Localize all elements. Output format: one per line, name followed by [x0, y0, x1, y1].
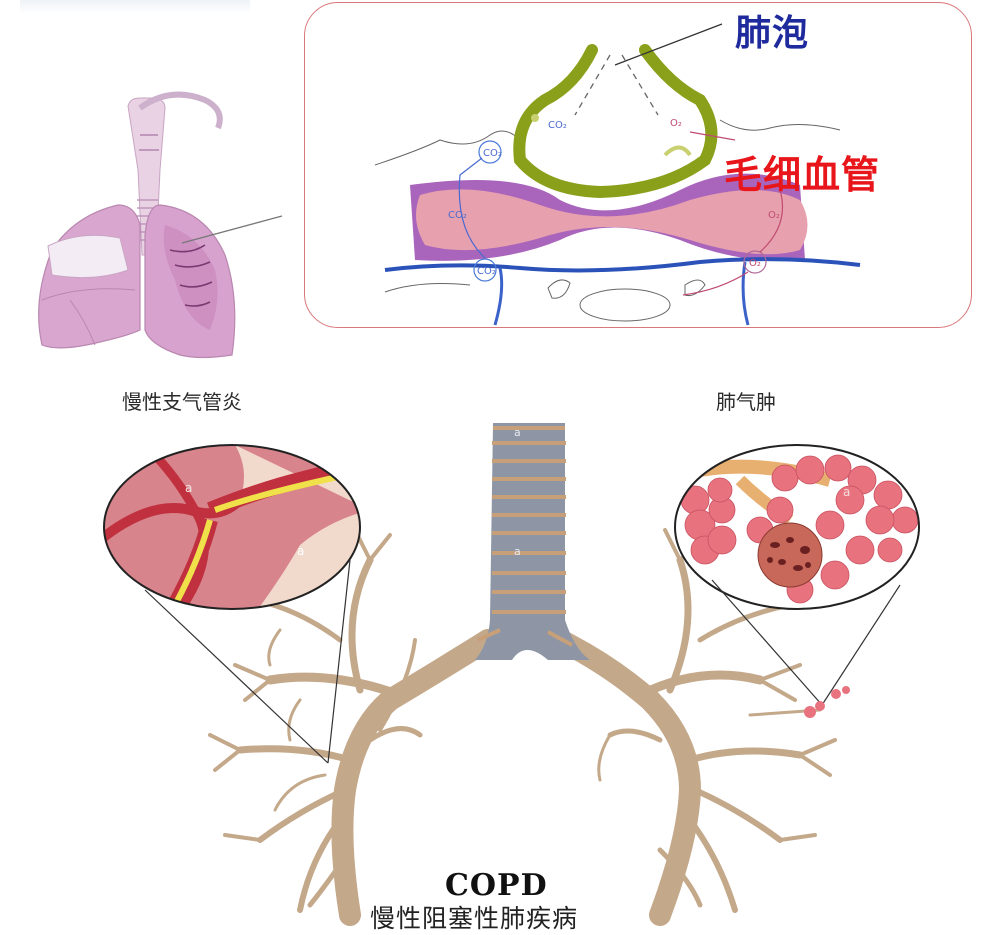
capillary-label: 毛细血管 — [724, 153, 881, 197]
alveolus-label: 肺泡 — [735, 13, 810, 54]
chronic-bronchitis-caption: 慢性支气管炎 — [122, 390, 242, 414]
top-fade-band — [20, 0, 250, 14]
svg-text:a: a — [514, 545, 521, 558]
co2-label: CO₂ — [483, 148, 502, 159]
copd-subtitle: 慢性阻塞性肺疾病 — [370, 904, 579, 933]
svg-text:CO₂: CO₂ — [477, 266, 496, 277]
svg-text:a: a — [843, 485, 850, 499]
svg-text:CO₂: CO₂ — [548, 120, 567, 131]
alveolus-capillary-illustration: CO₂ CO₂ CO₂ CO₂ O₂ O₂ O₂ — [374, 23, 861, 326]
bronchial-tree — [208, 528, 837, 926]
svg-text:O₂: O₂ — [768, 210, 780, 221]
o2-label: O₂ — [670, 118, 682, 129]
svg-text:a: a — [185, 481, 192, 495]
emphysema-magnifier: a — [674, 444, 920, 718]
gas-exchange-callout-box — [304, 2, 972, 328]
svg-text:O₂: O₂ — [749, 258, 761, 269]
svg-text:CO₂: CO₂ — [448, 210, 467, 221]
emphysema-caption: 肺气肿 — [716, 390, 776, 414]
copd-title: COPD — [445, 868, 548, 903]
bronchitis-magnifier: a a — [103, 444, 361, 764]
svg-text:a: a — [297, 544, 304, 558]
trachea: a a — [475, 423, 590, 660]
lungs-illustration — [38, 91, 283, 359]
svg-text:a: a — [514, 426, 521, 439]
